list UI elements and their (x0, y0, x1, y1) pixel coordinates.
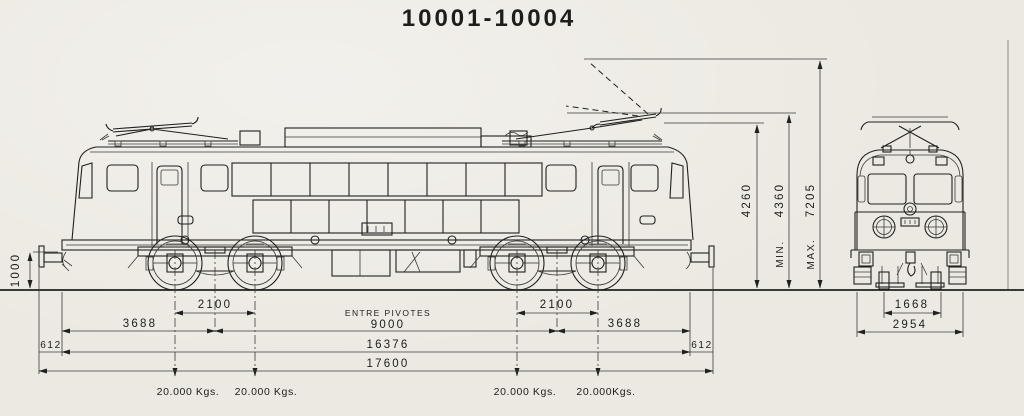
dim-3688-right: 3688 (608, 318, 642, 330)
dim-total-length: 17600 (38, 358, 714, 374)
coupling-hook (896, 251, 928, 277)
witness-lines (38, 250, 714, 377)
dim-2954: 2954 (893, 319, 927, 331)
drawing-title: 10001-10004 (402, 5, 576, 32)
headlight-right (924, 215, 948, 239)
axle-load-1: 20.000 Kgs. (157, 386, 220, 398)
axle-load-3: 20.000 Kgs. (494, 386, 557, 398)
roof-equipment (239, 127, 532, 148)
dim-bogie-wheelbase-left: 2100 (174, 299, 256, 316)
dim-body-width: 2954 (856, 292, 964, 337)
left-cab (78, 133, 229, 246)
dim-7205: 7205 (805, 183, 817, 217)
dim-2100-left: 2100 (198, 299, 232, 311)
dim-4360: 4360 (774, 183, 786, 217)
right-buffer (685, 245, 715, 270)
dim-min-label: MIN. (775, 240, 786, 268)
dim-frame-length: 16376 612 612 (39, 339, 713, 355)
dim-roof-height: 4260 (664, 122, 764, 289)
dim-overhang-left: 3688 (61, 318, 216, 334)
dim-17600: 17600 (367, 358, 410, 370)
dim-pantograph-min: 4360 MIN. (567, 112, 796, 289)
dim-612-right: 612 (691, 340, 713, 351)
dim-pantograph-max: 7205 MAX. (584, 58, 827, 289)
dim-bogie-wheelbase-right: 2100 (516, 299, 599, 316)
headlight-left (872, 215, 896, 239)
entre-pivotes-label: ENTRE PIVOTES (345, 308, 431, 318)
dim-overhang-right: 3688 (556, 318, 691, 334)
dim-3688-left: 3688 (123, 318, 157, 330)
axle-load-2: 20.000 Kgs. (235, 386, 298, 398)
dim-4260: 4260 (741, 183, 753, 217)
number-plate (900, 217, 920, 227)
louver-grilles (231, 162, 543, 236)
front-pantograph (860, 116, 960, 153)
dim-1000: 1000 (10, 253, 22, 287)
left-buffer (38, 245, 73, 272)
front-springs (853, 266, 967, 285)
left-pantograph (105, 116, 238, 147)
dim-1668: 1668 (895, 299, 929, 311)
side-view-locomotive (38, 61, 715, 291)
dim-buffer-height: 1000 (10, 251, 58, 289)
right-pantograph (502, 61, 662, 147)
underframe-boxes (331, 249, 477, 277)
axle-load-labels: 20.000 Kgs. 20.000 Kgs. 20.000 Kgs. 20.0… (157, 386, 635, 398)
dim-16376: 16376 (367, 339, 410, 351)
dim-max-label: MAX. (806, 239, 817, 270)
dim-2100-right: 2100 (540, 299, 574, 311)
axle-load-4: 20.000Kgs. (576, 386, 635, 398)
right-cab (545, 133, 684, 246)
front-view-locomotive (850, 116, 970, 290)
dim-entre-pivotes: ENTRE PIVOTES 9000 (214, 308, 558, 334)
dim-9000: 9000 (371, 319, 405, 331)
dim-track-gauge: 1668 (883, 292, 942, 318)
pantograph-raised-dash (588, 61, 649, 115)
dim-612-left: 612 (40, 340, 62, 351)
